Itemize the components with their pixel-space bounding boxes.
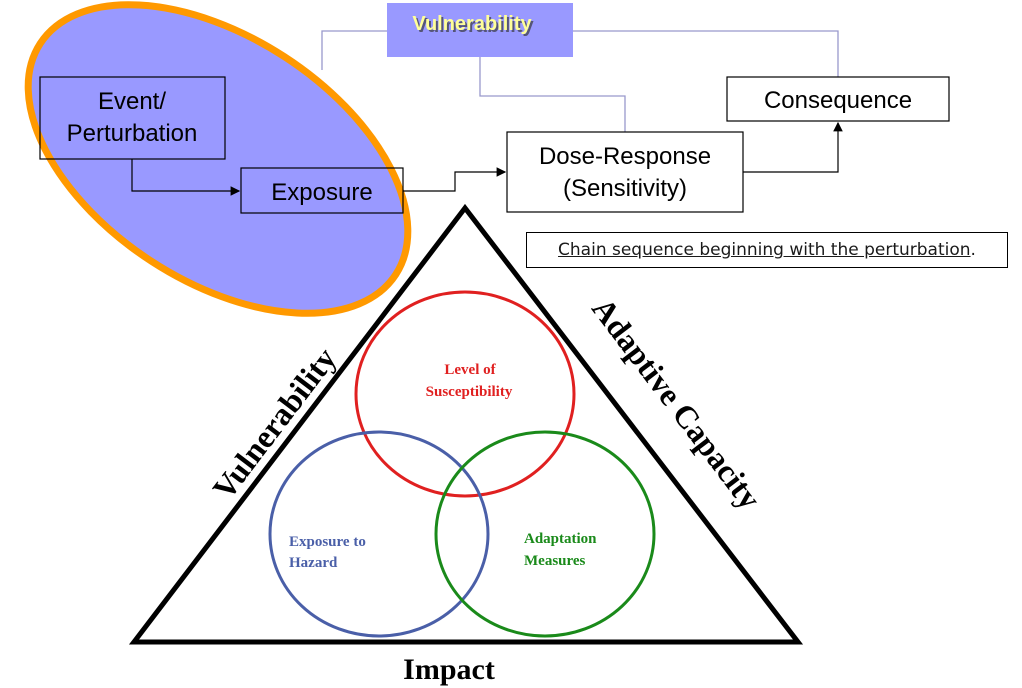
adaptation-label-line1: Adaptation <box>524 531 597 547</box>
dose-label-line1: Dose-Response <box>539 143 711 170</box>
exposure-label: Exposure <box>271 179 372 206</box>
arrow-exposure-to-dose <box>403 167 507 192</box>
note-underlined-text: Chain sequence beginning with the pertur… <box>558 240 971 260</box>
exposure-hazard-label-line2: Hazard <box>289 555 338 571</box>
event-label-line2: Perturbation <box>67 120 198 147</box>
triangle-bottom-label: Impact <box>403 653 495 686</box>
vulnerability-box <box>387 3 573 57</box>
arrow-event-to-exposure <box>131 159 241 196</box>
chain-sequence-note: Chain sequence beginning with the pertur… <box>526 232 1008 268</box>
circle-exposure-hazard <box>268 430 490 638</box>
susceptibility-label-line2: Susceptibility <box>426 384 513 400</box>
adaptation-label-line2: Measures <box>524 553 586 569</box>
note-text: Chain sequence beginning with the pertur… <box>558 240 976 260</box>
consequence-label: Consequence <box>764 87 912 114</box>
vulnerability-triangle <box>128 203 804 645</box>
triangle-left-label: Vulnerability <box>205 341 343 506</box>
vulnerability-box-label-shadow: Vulnerability <box>414 15 534 37</box>
connector-vulnerability-dose <box>479 57 626 132</box>
arrow-dose-to-consequence <box>743 121 843 173</box>
event-label-line1: Event/ <box>98 88 166 115</box>
circle-susceptibility <box>354 290 576 498</box>
note-period: . <box>970 240 976 260</box>
dose-response-box <box>506 131 744 213</box>
consequence-box <box>726 76 950 122</box>
circle-adaptation <box>434 430 656 638</box>
vulnerability-box-label: Vulnerability <box>412 13 532 35</box>
connector-vulnerability-left <box>321 30 387 70</box>
connector-vulnerability-right <box>573 30 839 77</box>
susceptibility-label-line1: Level of <box>444 362 496 378</box>
dose-label-line2: (Sensitivity) <box>563 175 687 202</box>
exposure-hazard-label-line1: Exposure to <box>289 534 366 550</box>
